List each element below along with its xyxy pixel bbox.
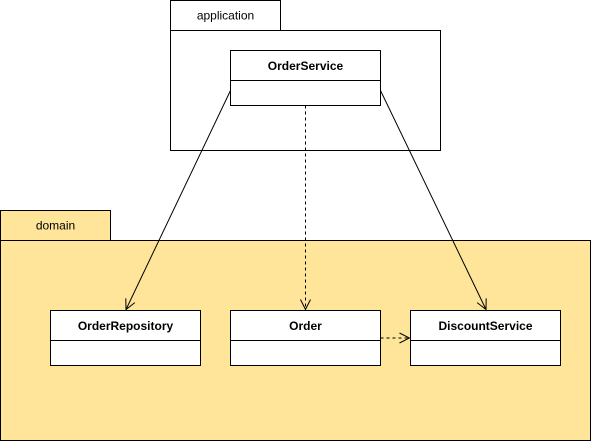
class-order[interactable]: Order [230,310,381,366]
association-orderservice-orderrepository[interactable] [126,90,231,310]
class-discount-service-body [410,340,561,366]
class-order-repository-body [50,340,201,366]
class-order-repository-header [50,310,201,341]
association-orderservice-discountservice[interactable] [380,90,487,310]
package-domain-label: domain [36,219,75,233]
class-order-repository[interactable]: OrderRepository [50,310,201,366]
class-order-service-name: OrderService [268,59,344,73]
class-order-service-header [230,50,381,81]
class-order-service[interactable]: OrderService [230,50,381,106]
class-discount-service-header [410,310,561,341]
package-application-tab [170,0,281,31]
package-application-label: application [197,9,254,23]
package-domain-tab [0,210,111,241]
class-order-repository-name: OrderRepository [78,319,174,333]
class-order-body [230,340,381,366]
relationships [126,90,487,339]
class-discount-service-name: DiscountService [438,319,532,333]
class-order-name: Order [289,319,322,333]
class-order-service-body [230,80,381,106]
class-order-header [230,310,381,341]
class-discount-service[interactable]: DiscountService [410,310,561,366]
